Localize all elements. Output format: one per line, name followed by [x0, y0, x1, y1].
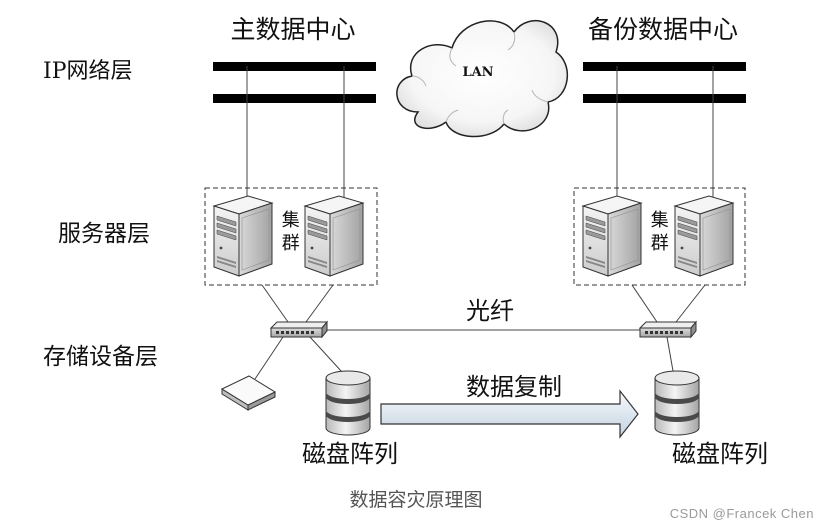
- device-top-face: [220, 375, 277, 406]
- backup-ip-bar-upper: [583, 62, 746, 71]
- backup-switch-icon: [639, 321, 697, 338]
- cloud-puff-line: [502, 109, 509, 125]
- figure-caption: 数据容灾原理图: [349, 489, 483, 511]
- primary-cluster-label: 集群: [278, 210, 300, 256]
- lan-cloud-icon: [396, 20, 569, 138]
- backup-server-2-switch-link: [675, 284, 706, 323]
- primary-server-2-icon: [304, 195, 364, 277]
- cloud-puff-line: [507, 31, 516, 51]
- backup-disk-array-label: 磁盘阵列: [672, 440, 768, 468]
- primary-disk-array-label: 磁盘阵列: [302, 440, 398, 468]
- watermark: CSDN @Francek Chen: [669, 506, 814, 521]
- primary-switch-disk-link: [309, 336, 343, 373]
- backup-center-title: 备份数据中心: [587, 15, 738, 44]
- primary-server-1-icon: [213, 195, 273, 277]
- layer-label-ip-network: IP网络层: [43, 59, 133, 84]
- backup-server-1-icon: [582, 195, 642, 277]
- replication-label: 数据复制: [466, 373, 562, 401]
- backup-switch-disk-link: [666, 336, 674, 372]
- backup-ip-bar-lower: [583, 94, 746, 103]
- backup-cluster-label: 集群: [647, 210, 669, 256]
- primary-switch-device-link: [254, 336, 284, 380]
- primary-ip-bar-lower: [213, 94, 376, 103]
- lan-label: LAN: [462, 65, 494, 80]
- primary-cluster-box: [204, 187, 378, 286]
- primary-server-1-switch-link: [261, 284, 289, 323]
- primary-disk-array-icon: [325, 370, 371, 436]
- data-replication-arrow-icon: [380, 389, 639, 439]
- backup-cluster-box: [573, 187, 746, 286]
- backup-server-1-switch-link: [631, 284, 658, 323]
- primary-ip-bar-upper: [213, 62, 376, 71]
- client-device-icon: [220, 375, 277, 411]
- cloud-outline: [396, 20, 569, 138]
- cloud-puff-line: [445, 109, 459, 123]
- fiber-label: 光纤: [466, 297, 514, 325]
- layer-label-storage: 存储设备层: [43, 344, 158, 370]
- backup-disk-array-icon: [654, 370, 700, 436]
- cloud-puff-line: [531, 89, 549, 103]
- cloud-puff-line: [411, 75, 427, 87]
- backup-server-2-icon: [674, 195, 734, 277]
- primary-server-2-switch-link: [305, 284, 334, 323]
- layer-label-server: 服务器层: [58, 221, 150, 247]
- primary-center-title: 主数据中心: [230, 15, 356, 44]
- cloud-puff-line: [449, 47, 457, 67]
- primary-switch-icon: [270, 321, 328, 338]
